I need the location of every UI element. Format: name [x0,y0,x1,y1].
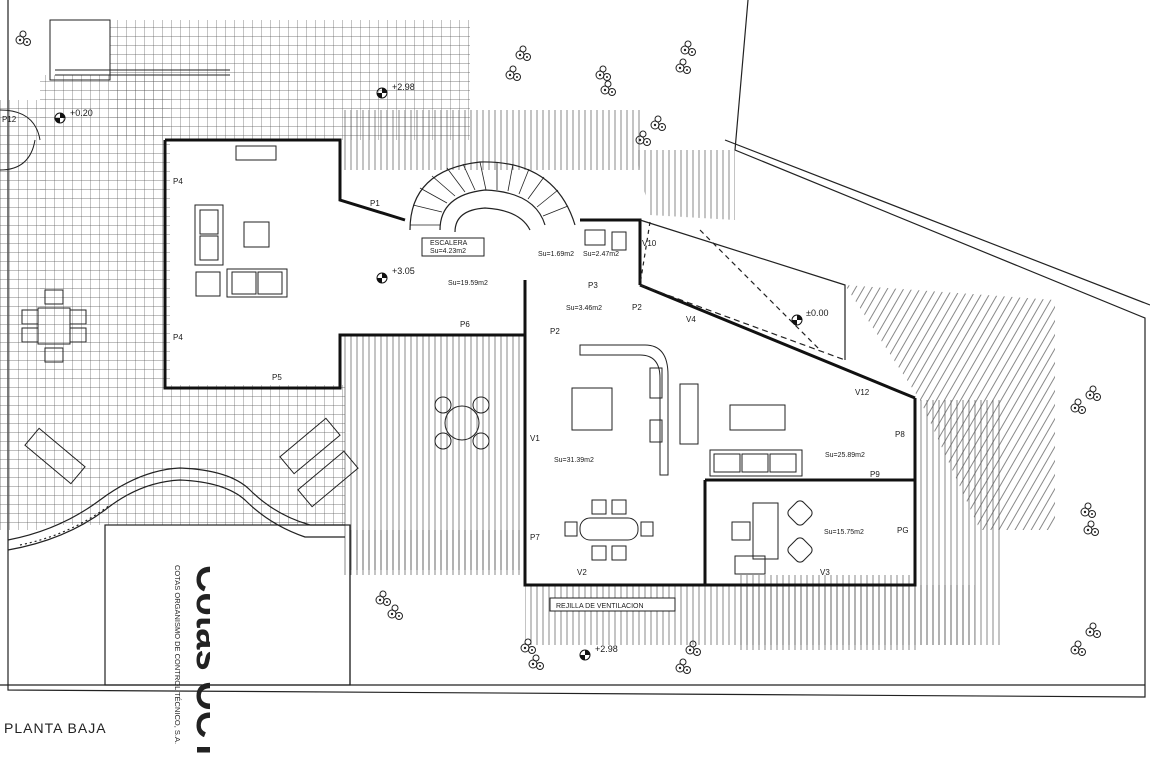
hall-area: Su=3.46m2 [566,305,602,312]
door-p2-b: P2 [550,327,560,336]
window-v3: V3 [820,568,830,577]
office-area: Su=15.75m2 [824,529,864,536]
drawing-title: PLANTA BAJA [4,720,107,736]
window-v4: V4 [686,315,696,324]
stamp-brand: Cotas OCT [188,565,210,761]
door-p12: P12 [2,115,17,124]
spiral-stair [409,161,576,233]
terrace-furniture [21,289,490,508]
window-v10: V10 [642,239,657,248]
level-bottom: +2.98 [595,644,618,654]
door-p1: P1 [370,199,380,208]
door-p8: P8 [895,430,905,439]
level-terrace: +0.20 [70,108,93,118]
deck-boards [340,110,1055,650]
stair-area: Su=4.23m2 [430,248,466,255]
level-top: +2.98 [392,82,415,92]
door-p5: P5 [272,373,282,382]
pool-edge [7,467,351,686]
kitchen-area: Su=31.39m2 [554,457,594,464]
door-p7: P7 [530,533,540,542]
cotas-stamp: Cotas OCT COTAS ORGANISMO DE CONTROL TÉC… [173,565,210,761]
living-area: Su=19.59m2 [448,280,488,287]
level-kitchen: ±0.00 [806,308,828,318]
door-p9: P9 [870,470,880,479]
door-pg: PG [897,526,909,535]
entry-gate [0,19,230,171]
stair-label: ESCALERA [430,240,468,247]
wc1-area: Su=1.69m2 [538,251,574,258]
wc2-area: Su=2.47m2 [583,251,619,258]
door-p4-b: P4 [173,333,183,342]
living-furniture [194,145,288,298]
kitchen-furniture [564,229,813,575]
door-p6: P6 [460,320,470,329]
window-v2: V2 [577,568,587,577]
sloped-wing [639,219,846,361]
window-v1: V1 [530,434,540,443]
window-v12: V12 [855,388,870,397]
grille-label: REJILLA DE VENTILACION [556,603,644,610]
door-p4-a: P4 [173,177,183,186]
lounge-area: Su=25.89m2 [825,452,865,459]
door-p2-a: P2 [632,303,642,312]
ventilation-grille [549,597,676,612]
walls [163,138,917,587]
stamp-subtitle: COTAS ORGANISMO DE CONTROL TÉCNICO, S.A. [173,565,182,744]
level-living: +3.05 [392,266,415,276]
door-p3: P3 [588,281,598,290]
